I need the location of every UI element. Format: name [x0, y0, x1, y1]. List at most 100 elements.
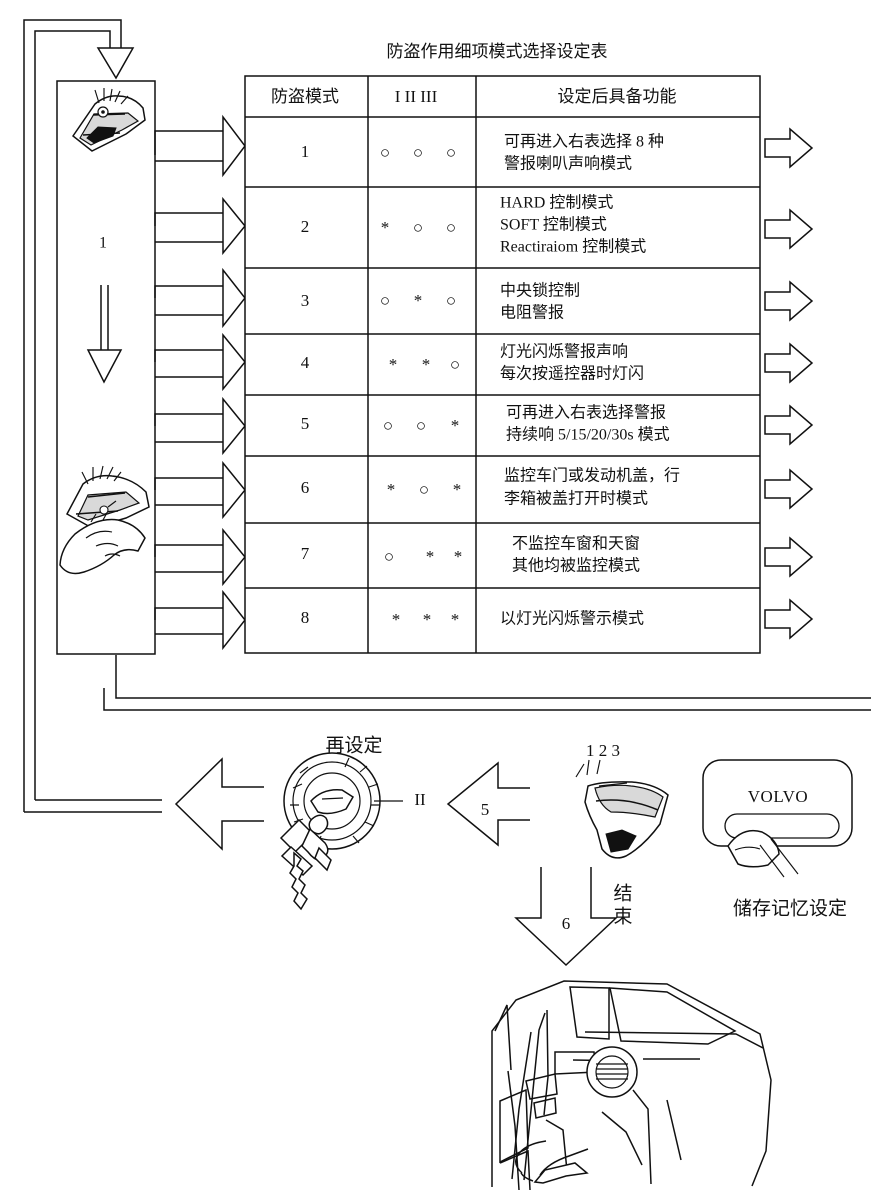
outer-return-loop	[23, 19, 871, 813]
sensor-light-icon	[71, 88, 146, 152]
brand-label: VOLVO	[748, 787, 808, 806]
hollow-arrow-icon	[764, 208, 814, 250]
volvo-button-icon	[702, 759, 853, 878]
function-line: 不监控车窗和天窗	[512, 535, 640, 553]
function-line: SOFT 控制模式	[500, 216, 607, 234]
remote-sensor-icon	[575, 759, 669, 859]
hollow-arrow-icon	[764, 468, 814, 510]
hollow-arrow-icon	[154, 589, 246, 651]
function-line: HARD 控制模式	[500, 194, 613, 212]
switch-position-1: ○	[380, 291, 390, 310]
mode-number: 1	[301, 142, 310, 161]
switch-position-2: ○	[416, 416, 426, 435]
mode-number: 5	[301, 414, 310, 433]
mode-table: 防盗作用细项模式选择设定表 防盗模式 I II III 设定后具备功能 1 ○ …	[244, 42, 761, 654]
switch-position-2: *	[422, 355, 431, 374]
mode-number: 8	[301, 608, 310, 627]
table-header-function: 设定后具备功能	[558, 87, 677, 106]
function-line: 每次按遥控器时灯闪	[500, 365, 644, 383]
hollow-arrow-icon	[764, 342, 814, 384]
hollow-arrow-icon	[154, 267, 246, 329]
function-line: 其他均被监控模式	[512, 557, 640, 575]
mode-number: 4	[301, 353, 310, 372]
switch-position-1: *	[392, 610, 401, 629]
switch-position-1: ○	[383, 416, 393, 435]
switch-position-3: *	[451, 416, 460, 435]
switch-position-2: *	[423, 610, 432, 629]
function-line: 以灯光闪烁警示模式	[500, 610, 644, 628]
ignition-key-icon	[279, 752, 403, 911]
mode-number: 2	[301, 217, 310, 236]
reset-label: 再设定	[325, 734, 382, 756]
switch-position-3: *	[451, 610, 460, 629]
arrow-6: 6	[514, 867, 618, 967]
left-control-panel: 1	[56, 80, 246, 655]
hollow-arrow-icon	[154, 332, 246, 392]
switch-position-3: *	[453, 480, 462, 499]
table-row: 4 * * ○ 灯光闪烁警报声响 每次按遥控器时灯闪	[301, 343, 644, 383]
hollow-arrow-icon	[154, 114, 246, 178]
hollow-arrow-icon	[154, 460, 246, 520]
switch-position-2: ○	[413, 143, 423, 162]
switch-position-1: ○	[380, 143, 390, 162]
bottom-process: 再设定 II 5 1 2 3	[174, 734, 853, 1191]
table-row: 3 ○ * ○ 中央锁控制 电阻警报	[301, 282, 580, 322]
mode-number: 6	[301, 478, 310, 497]
panel-row-connectors	[154, 114, 246, 651]
top-entry-arrow	[96, 47, 135, 80]
arrow-5-label: 5	[481, 800, 490, 819]
function-line: 可再进入右表选择 8 种	[504, 133, 664, 151]
table-row: 5 ○ ○ * 可再进入右表选择警报 持续响 5/15/20/30s 模式	[301, 404, 670, 444]
hollow-arrow-icon	[764, 280, 814, 322]
switch-positions-label: 1 2 3	[586, 741, 620, 760]
function-line: 警报喇叭声响模式	[504, 155, 632, 173]
mode-number: 7	[301, 544, 310, 563]
hollow-arrow-icon	[154, 196, 246, 256]
function-line: 中央锁控制	[500, 282, 580, 300]
right-output-arrows	[764, 127, 814, 640]
end-label-bottom: 束	[613, 905, 632, 927]
switch-position-1: *	[381, 218, 390, 237]
arrow-6-label: 6	[562, 914, 571, 933]
arrow-5: 5	[446, 761, 530, 847]
switch-position-3: ○	[446, 218, 456, 237]
hollow-arrow-icon	[764, 127, 814, 169]
function-line: 可再进入右表选择警报	[506, 404, 666, 422]
reset-left-arrow	[174, 757, 264, 851]
function-line: 电阻警报	[500, 304, 564, 322]
switch-position-2: ○	[413, 218, 423, 237]
mode-number: 3	[301, 291, 310, 310]
table-header-switches: I II III	[395, 87, 438, 106]
car-interior-icon	[491, 980, 772, 1191]
left-down-arrow	[86, 285, 123, 384]
switch-position-3: *	[454, 547, 463, 566]
function-line: 监控车门或发动机盖，行	[504, 467, 680, 485]
left-step-label: 1	[99, 235, 107, 252]
switch-position-3: ○	[446, 143, 456, 162]
sensor-touch-icon	[59, 465, 150, 575]
switch-position-1: *	[387, 480, 396, 499]
table-row: 7 ○ * * 不监控车窗和天窗 其他均被监控模式	[301, 535, 640, 575]
table-row: 6 * ○ * 监控车门或发动机盖，行 李箱被盖打开时模式	[301, 467, 680, 508]
table-title: 防盗作用细项模式选择设定表	[387, 42, 608, 61]
hollow-arrow-icon	[764, 536, 814, 578]
table-row: 8 * * * 以灯光闪烁警示模式	[301, 608, 644, 629]
function-line: Reactiraiom 控制模式	[500, 238, 646, 256]
function-line: 持续响 5/15/20/30s 模式	[506, 426, 670, 444]
table-header-mode: 防盗模式	[271, 87, 339, 106]
hollow-arrow-icon	[764, 598, 814, 640]
switch-position-2: *	[426, 547, 435, 566]
switch-position-3: ○	[450, 355, 460, 374]
switch-position-2: ○	[419, 480, 429, 499]
function-line: 灯光闪烁警报声响	[500, 343, 628, 361]
switch-position-2: *	[414, 291, 423, 310]
key-position-label: II	[414, 790, 426, 809]
switch-position-1: *	[389, 355, 398, 374]
table-row: 1 ○ ○ ○ 可再进入右表选择 8 种 警报喇叭声响模式	[301, 133, 664, 173]
table-frame	[244, 75, 761, 654]
end-label-top: 结	[613, 882, 632, 904]
memory-label: 储存记忆设定	[733, 897, 847, 919]
hollow-arrow-icon	[764, 404, 814, 446]
hollow-arrow-icon	[154, 396, 246, 456]
